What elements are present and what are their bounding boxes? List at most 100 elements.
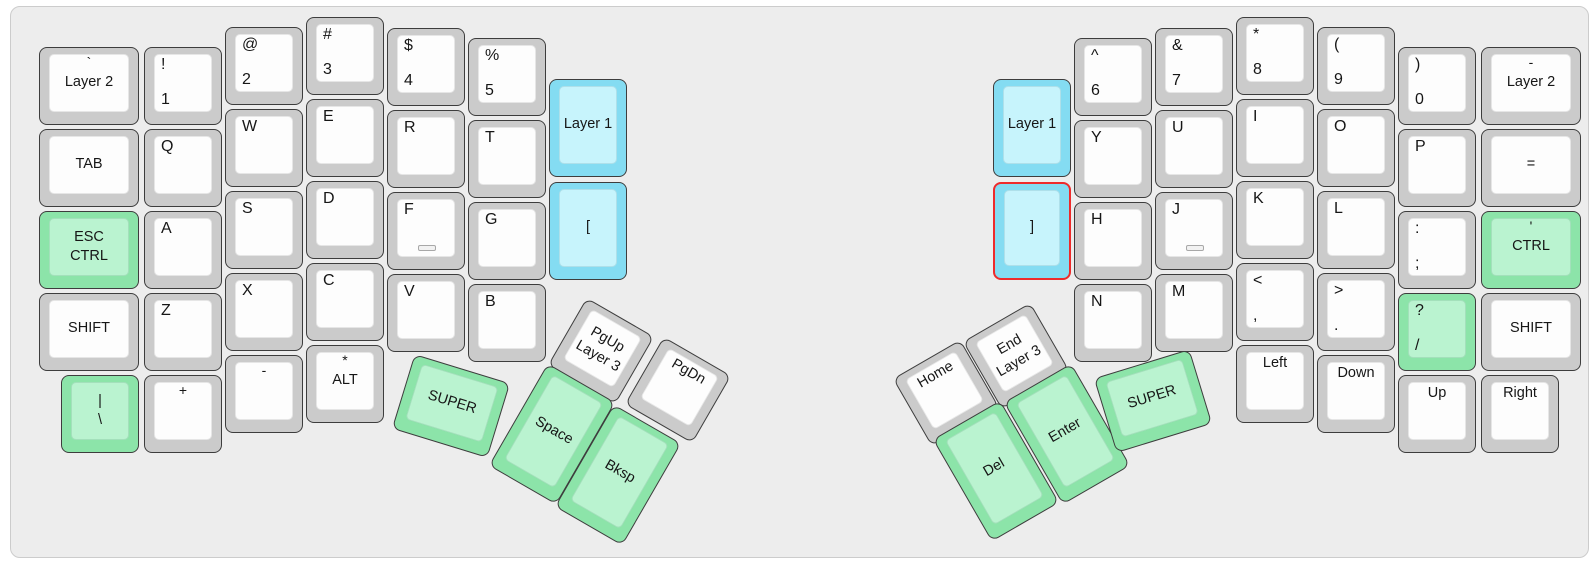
key-r-9[interactable]: (9 <box>1317 27 1395 105</box>
key-label: 0 <box>1415 90 1424 108</box>
key-label-line: Left <box>1262 355 1288 371</box>
key-r-up[interactable]: Up <box>1398 375 1476 453</box>
key-l-x[interactable]: X <box>225 273 303 351</box>
key-label: . <box>1334 316 1339 334</box>
key-r-k[interactable]: K <box>1236 181 1314 259</box>
key-label: ( <box>1334 36 1340 53</box>
key-l-minus[interactable]: - <box>225 355 303 433</box>
keycap-top: SUPER <box>1105 358 1199 438</box>
keycap-top: X <box>235 280 293 338</box>
key-r-right[interactable]: Right <box>1481 375 1559 453</box>
key-label: > <box>1334 282 1344 299</box>
keycap-top: O <box>1327 116 1385 174</box>
key-label-center: Layer 1 <box>560 87 616 163</box>
key-r-quote-ctrl[interactable]: 'CTRL <box>1481 211 1581 289</box>
key-r-y[interactable]: Y <box>1074 120 1152 198</box>
key-l-4[interactable]: $4 <box>387 28 465 106</box>
key-r-rbracket[interactable]: ] <box>993 182 1071 280</box>
key-r-i[interactable]: I <box>1236 99 1314 177</box>
keycap-top: B <box>478 291 536 349</box>
key-r-6[interactable]: ^6 <box>1074 38 1152 116</box>
key-l-5[interactable]: %5 <box>468 38 546 116</box>
keycap-top: T <box>478 127 536 185</box>
key-l-w[interactable]: W <box>225 109 303 187</box>
keycap-top: (9 <box>1327 34 1385 92</box>
key-r-o[interactable]: O <box>1317 109 1395 187</box>
keycap-top: ?/ <box>1408 300 1466 358</box>
key-l-v[interactable]: V <box>387 274 465 352</box>
key-r-layer1[interactable]: Layer 1 <box>993 79 1071 177</box>
key-r-j[interactable]: J <box>1155 192 1233 270</box>
key-r-l[interactable]: L <box>1317 191 1395 269</box>
key-label-line: Layer 2 <box>64 74 114 91</box>
key-r-question-slash[interactable]: ?/ <box>1398 293 1476 371</box>
key-label-center: Left <box>1247 353 1303 409</box>
key-l-2[interactable]: @2 <box>225 27 303 105</box>
key-r-period[interactable]: >. <box>1317 273 1395 351</box>
key-r-8[interactable]: *8 <box>1236 17 1314 95</box>
key-r-colon-semicolon[interactable]: :; <box>1398 211 1476 289</box>
keycap-top: SHIFT <box>49 300 129 358</box>
key-r-comma[interactable]: <, <box>1236 263 1314 341</box>
key-r-h[interactable]: H <box>1074 202 1152 280</box>
keycap-top: 'CTRL <box>1491 218 1571 276</box>
key-r-equals[interactable]: = <box>1481 129 1581 207</box>
key-label: 9 <box>1334 70 1343 88</box>
key-l-1[interactable]: !1 <box>144 47 222 125</box>
key-label-line: ALT <box>332 372 358 389</box>
key-l-alt[interactable]: * ALT <box>306 345 384 423</box>
key-l-shift[interactable]: SHIFT <box>39 293 139 371</box>
key-r-shift[interactable]: SHIFT <box>1481 293 1581 371</box>
key-l-a[interactable]: A <box>144 211 222 289</box>
key-label: < <box>1253 272 1263 289</box>
key-l-t[interactable]: T <box>468 120 546 198</box>
key-r-p[interactable]: P <box>1398 129 1476 207</box>
key-label: ! <box>161 56 166 73</box>
key-r-0[interactable]: )0 <box>1398 47 1476 125</box>
keycap-top: SUPER <box>405 363 499 443</box>
key-label: M <box>1172 283 1186 300</box>
key-l-c[interactable]: C <box>306 263 384 341</box>
keycap-top: W <box>235 116 293 174</box>
keycap-top: Down <box>1327 362 1385 420</box>
key-label-line: = <box>1526 156 1536 173</box>
keycap-top: @2 <box>235 34 293 92</box>
key-r-7[interactable]: &7 <box>1155 28 1233 106</box>
key-r-super[interactable]: SUPER <box>1093 349 1213 453</box>
key-l-s[interactable]: S <box>225 191 303 269</box>
key-label: @ <box>242 36 259 53</box>
key-l-b[interactable]: B <box>468 284 546 362</box>
key-label: * <box>342 352 348 368</box>
key-l-z[interactable]: Z <box>144 293 222 371</box>
key-l-layer1[interactable]: Layer 1 <box>549 79 627 177</box>
key-l-super[interactable]: SUPER <box>391 354 511 458</box>
key-l-3[interactable]: #3 <box>306 17 384 95</box>
key-r-dash-layer2[interactable]: -Layer 2 <box>1481 47 1581 125</box>
key-l-g[interactable]: G <box>468 202 546 280</box>
keycap-top: [ <box>559 189 617 267</box>
key-r-left[interactable]: Left <box>1236 345 1314 423</box>
key-label-line: Layer 2 <box>1506 74 1556 91</box>
key-label: S <box>242 200 253 217</box>
key-label-center: = <box>1492 137 1570 193</box>
key-r-n[interactable]: N <box>1074 284 1152 362</box>
key-label-line: Down <box>1337 365 1375 381</box>
key-l-e[interactable]: E <box>306 99 384 177</box>
key-l-lbracket[interactable]: [ <box>549 182 627 280</box>
key-l-f[interactable]: F <box>387 192 465 270</box>
key-l-pipe-backslash[interactable]: |\ <box>61 375 139 453</box>
key-l-q[interactable]: Q <box>144 129 222 207</box>
key-l-r[interactable]: R <box>387 110 465 188</box>
key-r-m[interactable]: M <box>1155 274 1233 352</box>
keycap-top: G <box>478 209 536 267</box>
key-l-plus[interactable]: + <box>144 375 222 453</box>
key-l-tab[interactable]: TAB <box>39 129 139 207</box>
key-l-d[interactable]: D <box>306 181 384 259</box>
key-r-u[interactable]: U <box>1155 110 1233 188</box>
key-r-down[interactable]: Down <box>1317 355 1395 433</box>
key-label: L <box>1334 200 1343 217</box>
key-l-grave-layer2[interactable]: `Layer 2 <box>39 47 139 125</box>
keycap-top: Z <box>154 300 212 358</box>
